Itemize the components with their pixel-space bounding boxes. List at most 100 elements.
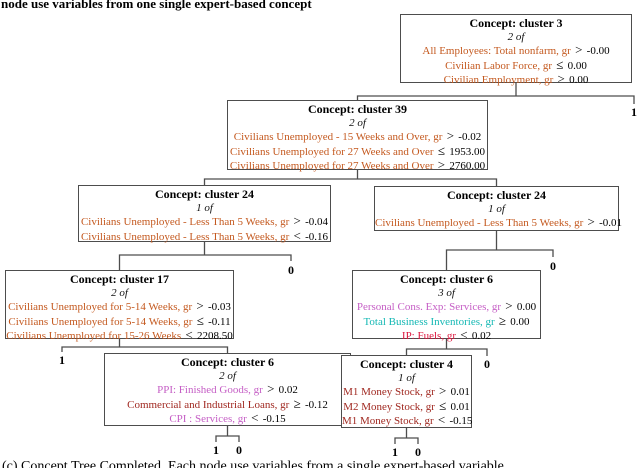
tree-node-cluster-4: Concept: cluster 4 1 of M1 Money Stock, … bbox=[341, 355, 472, 428]
condition-value: -0.02 bbox=[458, 130, 482, 143]
condition-operator: > bbox=[434, 157, 449, 173]
node-title: Concept: cluster 4 bbox=[359, 357, 454, 371]
tree-edge bbox=[356, 83, 635, 104]
node-condition: Civilians Unemployed - 15 Weeks and Over… bbox=[228, 127, 487, 144]
condition-value: 2760.00 bbox=[449, 160, 486, 173]
node-condition: M2 Money Stock, gr ≤ 0.01 bbox=[342, 397, 471, 414]
condition-variable: Total Business Inventories, gr bbox=[363, 315, 495, 328]
condition-operator: < bbox=[247, 410, 262, 426]
condition-operator: ≤ bbox=[434, 142, 449, 158]
node-condition: Total Business Inventories, gr ≥ 0.00 bbox=[353, 313, 540, 329]
leaf-label-0: 0 bbox=[550, 259, 556, 273]
condition-variable: Civilians Unemployed - 15 Weeks and Over… bbox=[233, 130, 443, 143]
node-conditions: All Employees: Total nonfarm, gr > -0.00… bbox=[401, 41, 631, 87]
condition-value: -0.00 bbox=[586, 44, 610, 57]
tree-edge bbox=[61, 339, 229, 353]
condition-variable: Civilian Labor Force, gr bbox=[445, 59, 553, 72]
condition-operator: > bbox=[571, 41, 586, 57]
leaf-label-0: 0 bbox=[236, 443, 242, 457]
condition-operator: > bbox=[290, 212, 305, 228]
condition-operator: > bbox=[502, 297, 516, 313]
node-conditions: Civilians Unemployed - Less Than 5 Weeks… bbox=[79, 212, 330, 244]
node-condition: Civilians Unemployed - Less Than 5 Weeks… bbox=[79, 228, 330, 244]
node-title: Concept: cluster 17 bbox=[69, 272, 170, 286]
condition-operator: > bbox=[443, 127, 458, 143]
condition-value: -0.01 bbox=[599, 216, 623, 229]
condition-operator: ≤ bbox=[193, 312, 208, 328]
leaf-label-1: 1 bbox=[392, 445, 398, 459]
node-count: 3 of bbox=[438, 286, 455, 299]
condition-operator: > bbox=[193, 297, 207, 313]
condition-variable: IP: Fuels, gr bbox=[401, 330, 456, 343]
tree-edge bbox=[203, 170, 498, 186]
condition-value: 0.02 bbox=[278, 383, 298, 396]
node-condition: Commercial and Industrial Loans, gr ≥ -0… bbox=[105, 395, 350, 412]
node-conditions: Civilians Unemployed - 15 Weeks and Over… bbox=[228, 127, 487, 173]
condition-value: -0.16 bbox=[305, 230, 329, 243]
node-count: 1 of bbox=[398, 371, 415, 384]
condition-variable: Civilians Unemployed for 15-26 Weeks bbox=[6, 330, 182, 343]
node-count: 2 of bbox=[111, 286, 128, 299]
condition-variable: All Employees: Total nonfarm, gr bbox=[422, 44, 571, 57]
condition-value: 0.01 bbox=[450, 400, 470, 413]
condition-variable: Personal Cons. Exp: Services, gr bbox=[356, 300, 502, 313]
condition-value: 0.01 bbox=[450, 385, 470, 398]
node-condition: Civilians Unemployed for 5-14 Weeks, gr … bbox=[6, 312, 233, 329]
tree-node-cluster-6-left: Concept: cluster 6 2 of PPI: Finished Go… bbox=[104, 353, 351, 426]
condition-variable: Commercial and Industrial Loans, gr bbox=[127, 398, 290, 411]
node-conditions: Civilians Unemployed - Less Than 5 Weeks… bbox=[375, 213, 622, 230]
condition-variable: CPI : Services, gr bbox=[169, 413, 247, 426]
node-title: Concept: cluster 6 bbox=[399, 272, 494, 286]
condition-value: -0.15 bbox=[449, 415, 473, 428]
node-count: 1 of bbox=[196, 201, 213, 214]
node-condition: Civilian Labor Force, gr ≤ 0.00 bbox=[401, 56, 631, 73]
condition-variable: M1 Money Stock, gr bbox=[343, 385, 435, 398]
condition-operator: > bbox=[584, 213, 599, 229]
condition-operator: < bbox=[182, 327, 196, 343]
condition-operator: > bbox=[435, 382, 450, 398]
node-condition: M1 Money Stock, gr < -0.15 bbox=[342, 412, 473, 428]
node-conditions: Civilians Unemployed for 5-14 Weeks, gr … bbox=[6, 297, 233, 343]
leaf-label-1: 1 bbox=[59, 353, 65, 367]
tree-edge bbox=[445, 231, 554, 270]
node-count: 2 of bbox=[219, 369, 236, 382]
node-title: Concept: cluster 6 bbox=[180, 355, 275, 369]
node-count: 1 of bbox=[488, 202, 505, 215]
node-condition: Civilians Unemployed for 27 Weeks and Ov… bbox=[228, 157, 487, 173]
condition-variable: Civilians Unemployed - Less Than 5 Weeks… bbox=[375, 216, 584, 229]
condition-operator: ≥ bbox=[290, 395, 304, 411]
condition-value: 1953.00 bbox=[449, 145, 485, 158]
condition-operator: ≤ bbox=[435, 397, 450, 413]
tree-node-cluster-39: Concept: cluster 39 2 of Civilians Unemp… bbox=[227, 100, 488, 173]
figure-caption-bottom: (c) Concept Tree Completed. Each node us… bbox=[2, 459, 504, 468]
node-title: Concept: cluster 24 bbox=[154, 187, 255, 201]
condition-value: 0.00 bbox=[516, 300, 537, 313]
condition-operator: ≤ bbox=[553, 56, 567, 72]
node-condition: Civilian Employment, gr > 0.00 bbox=[401, 71, 631, 87]
node-title: Concept: cluster 39 bbox=[307, 102, 408, 116]
node-title: Concept: cluster 3 bbox=[469, 16, 563, 30]
leaf-label-0: 0 bbox=[415, 445, 421, 459]
condition-value: -0.15 bbox=[262, 413, 286, 426]
condition-variable: Civilians Unemployed for 27 Weeks and Ov… bbox=[230, 145, 434, 158]
node-condition: Civilians Unemployed for 27 Weeks and Ov… bbox=[228, 142, 487, 159]
leaf-label-0: 0 bbox=[288, 263, 294, 277]
condition-value: -0.12 bbox=[304, 398, 328, 411]
node-condition: PPI: Finished Goods, gr > 0.02 bbox=[105, 381, 350, 397]
condition-value: -0.11 bbox=[208, 315, 231, 328]
node-count: 2 of bbox=[349, 116, 366, 129]
condition-operator: < bbox=[457, 327, 471, 343]
condition-variable: Civilians Unemployed for 5-14 Weeks, gr bbox=[8, 300, 193, 313]
tree-edge bbox=[405, 339, 488, 356]
condition-variable: Civilians Unemployed - Less Than 5 Weeks… bbox=[80, 215, 290, 228]
condition-variable: PPI: Finished Goods, gr bbox=[157, 383, 263, 396]
condition-value: -0.03 bbox=[207, 300, 231, 313]
condition-variable: Civilians Unemployed for 27 Weeks and Ov… bbox=[229, 160, 434, 173]
tree-node-cluster-24-left: Concept: cluster 24 1 of Civilians Unemp… bbox=[78, 185, 331, 244]
tree-edge bbox=[118, 242, 292, 270]
condition-value: 0.00 bbox=[567, 59, 587, 72]
